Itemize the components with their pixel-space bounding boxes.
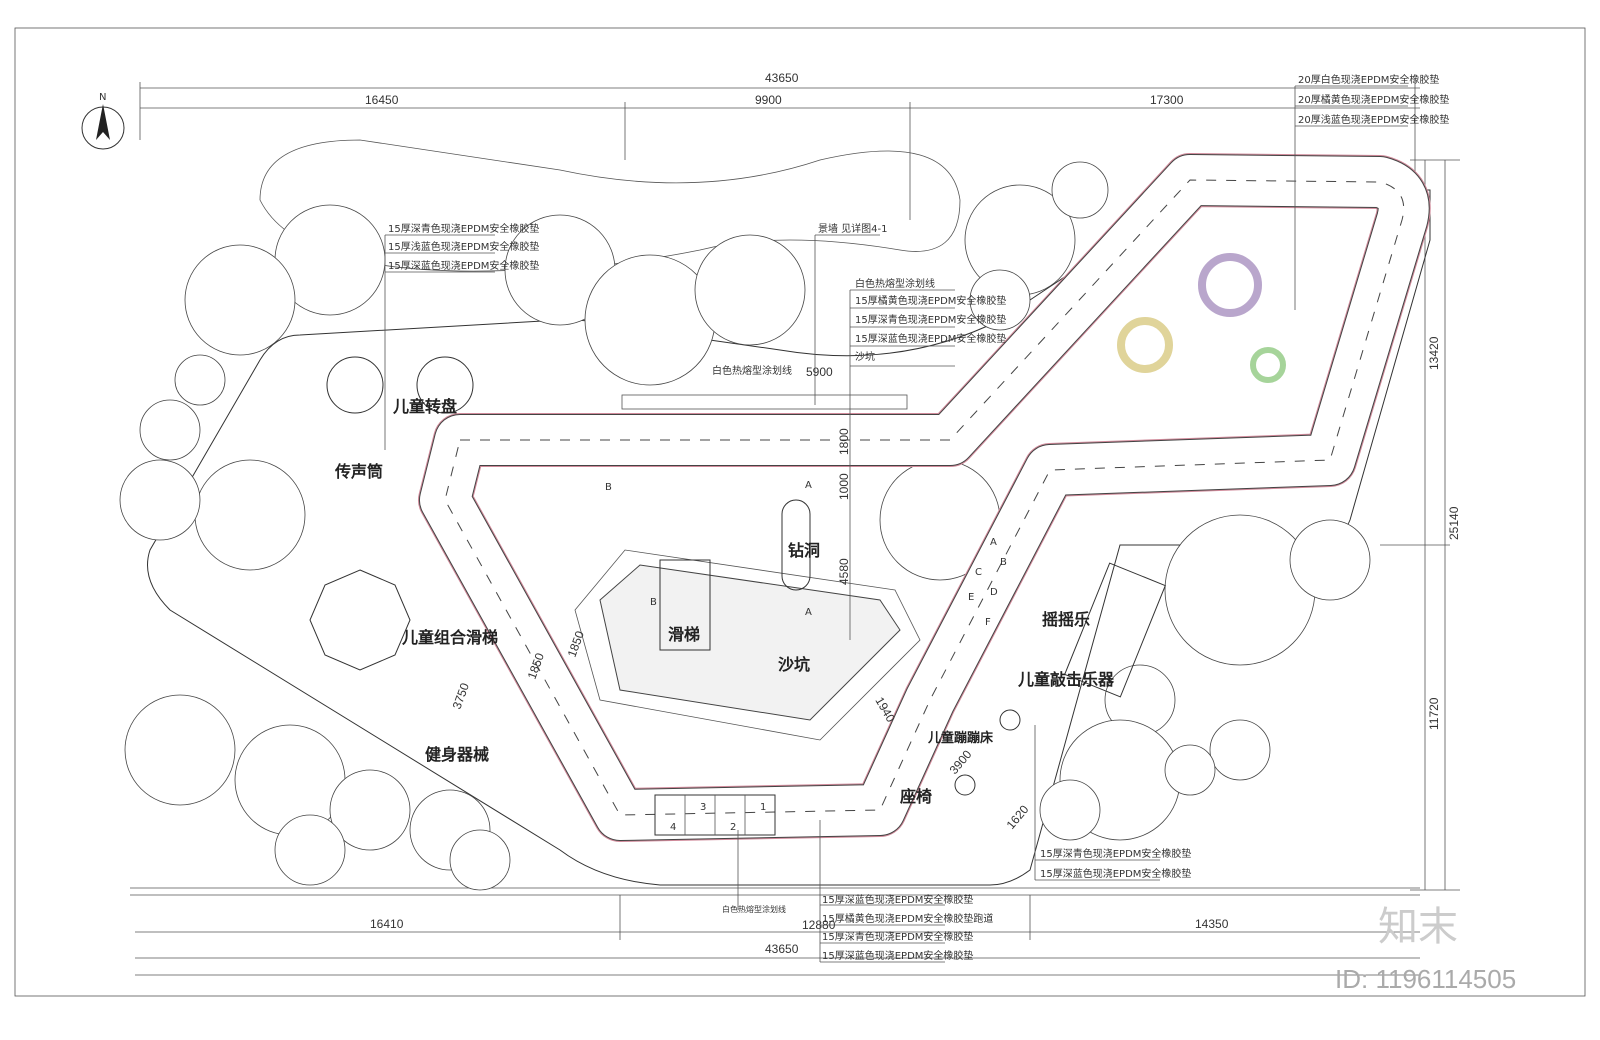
- slide-deck: [659, 559, 711, 651]
- svg-text:1800: 1800: [837, 428, 851, 455]
- svg-text:15厚浅蓝色现浇EPDM安全橡胶垫: 15厚浅蓝色现浇EPDM安全橡胶垫: [388, 240, 539, 253]
- svg-text:20厚白色现浇EPDM安全橡胶垫: 20厚白色现浇EPDM安全橡胶垫: [1298, 73, 1439, 86]
- bottom-dimensions: 16410 12880 14350 43650: [130, 887, 1420, 976]
- svg-text:健身器械: 健身器械: [425, 745, 489, 764]
- tunnel: [781, 499, 811, 591]
- spinner-2: [416, 356, 474, 414]
- svg-text:15厚深青色现浇EPDM安全橡胶垫: 15厚深青色现浇EPDM安全橡胶垫: [855, 313, 1006, 326]
- svg-text:B: B: [650, 597, 657, 608]
- svg-text:儿童敲击乐器: 儿童敲击乐器: [1017, 670, 1115, 689]
- right-dimensions: 13420 25140 11720: [1380, 159, 1461, 891]
- svg-text:14350: 14350: [1195, 917, 1229, 931]
- top-dimensions: 43650 16450 9900 17300: [139, 71, 1420, 220]
- callouts-center: 景墙 见详图4-1 白色热熔型涂划线 15厚橘黄色现浇EPDM安全橡胶垫 15厚…: [621, 222, 1006, 640]
- svg-text:15厚橘黄色现浇EPDM安全橡胶垫: 15厚橘黄色现浇EPDM安全橡胶垫: [855, 294, 1006, 307]
- svg-text:3750: 3750: [450, 681, 472, 711]
- svg-text:A: A: [990, 537, 997, 548]
- combo-slide: [309, 569, 411, 671]
- svg-text:白色热熔型涂划线: 白色热熔型涂划线: [712, 364, 792, 377]
- svg-text:白色热熔型涂划线: 白色热熔型涂划线: [855, 277, 935, 290]
- svg-text:15厚深青色现浇EPDM安全橡胶垫: 15厚深青色现浇EPDM安全橡胶垫: [388, 222, 539, 235]
- svg-text:4: 4: [670, 822, 676, 833]
- svg-text:沙坑: 沙坑: [855, 350, 875, 363]
- trampoline: [954, 774, 976, 796]
- svg-text:20厚浅蓝色现浇EPDM安全橡胶垫: 20厚浅蓝色现浇EPDM安全橡胶垫: [1298, 113, 1449, 126]
- svg-text:15厚深蓝色现浇EPDM安全橡胶垫: 15厚深蓝色现浇EPDM安全橡胶垫: [822, 893, 973, 906]
- svg-text:16450: 16450: [365, 93, 399, 107]
- running-track: [418, 153, 1431, 842]
- svg-text:3900: 3900: [947, 747, 975, 777]
- svg-text:沙坑: 沙坑: [778, 655, 810, 674]
- svg-text:儿童蹦蹦床: 儿童蹦蹦床: [927, 730, 994, 746]
- svg-text:15厚深蓝色现浇EPDM安全橡胶垫: 15厚深蓝色现浇EPDM安全橡胶垫: [1040, 867, 1191, 880]
- svg-text:摇摇乐: 摇摇乐: [1042, 610, 1090, 629]
- svg-text:15厚深蓝色现浇EPDM安全橡胶垫: 15厚深蓝色现浇EPDM安全橡胶垫: [855, 332, 1006, 345]
- svg-text:A: A: [805, 607, 812, 618]
- sandpit-edge: [574, 549, 921, 741]
- svg-text:C: C: [975, 567, 982, 578]
- svg-text:1000: 1000: [837, 473, 851, 500]
- svg-text:1850: 1850: [565, 629, 587, 659]
- svg-text:座椅: 座椅: [899, 787, 932, 806]
- svg-text:传声筒: 传声筒: [334, 462, 383, 481]
- area-labels: 儿童转盘 传声筒 儿童组合滑梯 健身器械 滑梯 沙坑 钻洞 摇摇乐 儿童敲击乐器…: [334, 397, 1115, 806]
- callouts-bottom-right: 15厚深青色现浇EPDM安全橡胶垫 15厚深蓝色现浇EPDM安全橡胶垫: [1034, 725, 1191, 881]
- watermark-id: ID: 1196114505: [1335, 964, 1516, 994]
- svg-text:15厚深蓝色现浇EPDM安全橡胶垫: 15厚深蓝色现浇EPDM安全橡胶垫: [388, 259, 539, 272]
- svg-text:15厚橘黄色现浇EPDM安全橡胶垫跑道: 15厚橘黄色现浇EPDM安全橡胶垫跑道: [822, 912, 993, 925]
- svg-text:15厚深青色现浇EPDM安全橡胶垫: 15厚深青色现浇EPDM安全橡胶垫: [822, 930, 973, 943]
- watermark-logo: 知末: [1378, 904, 1458, 950]
- svg-text:儿童转盘: 儿童转盘: [392, 397, 457, 416]
- svg-text:B: B: [1000, 557, 1007, 568]
- callouts-top-left: 15厚深青色现浇EPDM安全橡胶垫 15厚浅蓝色现浇EPDM安全橡胶垫 15厚深…: [384, 222, 539, 450]
- svg-text:1: 1: [760, 802, 766, 813]
- svg-text:2: 2: [730, 822, 736, 833]
- svg-text:白色热熔型涂划线: 白色热熔型涂划线: [722, 904, 786, 914]
- svg-text:17300: 17300: [1150, 93, 1184, 107]
- landscape-wall: [621, 394, 908, 410]
- svg-text:4580: 4580: [837, 558, 851, 585]
- svg-text:43650: 43650: [765, 942, 799, 956]
- svg-text:滑梯: 滑梯: [668, 625, 700, 644]
- svg-text:12880: 12880: [802, 918, 836, 932]
- north-arrow-icon: N: [81, 92, 125, 150]
- svg-text:25140: 25140: [1447, 506, 1461, 540]
- svg-text:N: N: [99, 92, 106, 103]
- svg-text:16410: 16410: [370, 917, 404, 931]
- green-ring: [1250, 347, 1286, 383]
- spinner-1: [326, 356, 384, 414]
- callouts-bottom-center: 15厚深蓝色现浇EPDM安全橡胶垫 15厚橘黄色现浇EPDM安全橡胶垫跑道 15…: [722, 820, 993, 963]
- svg-text:5900: 5900: [806, 365, 833, 379]
- hopscotch: 1 2 3 4: [654, 794, 776, 836]
- svg-text:A: A: [805, 480, 812, 491]
- svg-text:11720: 11720: [1427, 697, 1441, 730]
- trees: [119, 161, 1371, 891]
- svg-text:1620: 1620: [1004, 802, 1032, 832]
- percussion-panel: [1064, 562, 1166, 698]
- callouts-top-right: 20厚白色现浇EPDM安全橡胶垫 20厚橘黄色现浇EPDM安全橡胶垫 20厚浅蓝…: [1294, 73, 1449, 310]
- svg-text:F: F: [985, 617, 991, 628]
- purple-ring: [1198, 253, 1262, 317]
- svg-text:15厚深青色现浇EPDM安全橡胶垫: 15厚深青色现浇EPDM安全橡胶垫: [1040, 847, 1191, 860]
- svg-text:9900: 9900: [755, 93, 782, 107]
- drawing-border: [14, 27, 1586, 997]
- svg-text:15厚深蓝色现浇EPDM安全橡胶垫: 15厚深蓝色现浇EPDM安全橡胶垫: [822, 949, 973, 962]
- svg-text:E: E: [968, 592, 974, 603]
- trampoline: [999, 709, 1021, 731]
- station-letters: A B C D E F A A B B: [605, 480, 1007, 628]
- svg-text:儿童组合滑梯: 儿童组合滑梯: [401, 628, 498, 647]
- svg-text:景墙 见详图4-1: 景墙 见详图4-1: [818, 222, 888, 235]
- svg-text:43650: 43650: [765, 71, 799, 85]
- svg-text:3: 3: [700, 802, 706, 813]
- svg-text:13420: 13420: [1427, 336, 1441, 370]
- yellow-ring: [1117, 317, 1173, 373]
- svg-text:B: B: [605, 482, 612, 493]
- svg-text:D: D: [990, 587, 998, 598]
- sandpit: [599, 564, 901, 721]
- svg-text:20厚橘黄色现浇EPDM安全橡胶垫: 20厚橘黄色现浇EPDM安全橡胶垫: [1298, 93, 1449, 106]
- svg-text:钻洞: 钻洞: [788, 541, 820, 560]
